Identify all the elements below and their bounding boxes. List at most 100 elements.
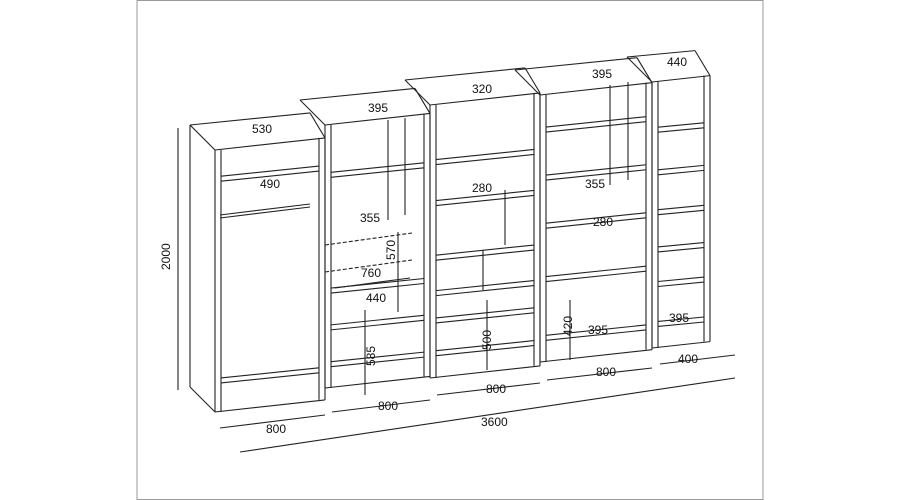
shelf [435, 279, 535, 292]
shelf [435, 307, 535, 319]
dim-overall-height: 2000 [159, 243, 173, 270]
hanging-rail [219, 206, 311, 219]
top-face [309, 112, 326, 139]
dim-line [331, 399, 431, 413]
hanging-rail [219, 203, 311, 216]
shelf [657, 276, 705, 283]
shelf [220, 165, 320, 177]
top-face [626, 56, 653, 83]
dim-line [546, 367, 653, 381]
shelf-edge [435, 312, 535, 324]
cabinet-lines [177, 50, 736, 453]
unit-top [429, 92, 541, 106]
top-face [404, 79, 431, 106]
shelf-edge [435, 345, 535, 357]
shelf-edge [330, 282, 425, 294]
dim-unit2-corner-shelf: 355 [360, 211, 380, 225]
dim-width-unit5: 400 [678, 352, 698, 366]
unit-bottom [429, 365, 541, 379]
shelf [435, 340, 535, 352]
shelf-edge [435, 284, 535, 297]
unit-top [214, 137, 326, 151]
shelf-edge [657, 127, 705, 133]
top-face [694, 50, 711, 76]
top-face [404, 67, 526, 81]
dim-unit4-lower-height: 420 [561, 316, 575, 336]
shelf [435, 189, 535, 202]
dim-line-overall [239, 377, 736, 453]
shelf [545, 164, 647, 176]
dim-unit2-top: 395 [368, 101, 388, 115]
shelf [545, 212, 647, 224]
shelf-edge [330, 167, 425, 178]
dim-overall-width: 3600 [481, 415, 508, 429]
shelf-edge [545, 121, 647, 133]
dim-wardrobe-top: 530 [252, 122, 272, 136]
dim-unit3-shelf: 280 [472, 181, 492, 195]
shelf-edge [220, 372, 320, 384]
dim-unit4-lower-depth: 395 [588, 323, 608, 337]
dim-width-unit3: 800 [486, 382, 506, 396]
dim-unit2-desk: 440 [366, 291, 386, 305]
shelf [435, 244, 535, 256]
shelf-edge [545, 270, 647, 283]
shelf [545, 324, 647, 336]
shelf [220, 367, 320, 379]
dim-unit3-top: 320 [472, 82, 492, 96]
dim-unit4-corner-shelf: 355 [585, 177, 605, 191]
top-face [636, 57, 653, 83]
dim-unit5-lower: 395 [669, 311, 689, 325]
dim-unit5-top: 440 [667, 55, 687, 69]
shelf [657, 122, 705, 128]
shelf-edge [435, 153, 535, 166]
shelf-edge [330, 319, 425, 331]
shelf-edge [545, 169, 647, 181]
shelf-edge [435, 194, 535, 207]
top-face [514, 57, 638, 71]
shelf-edge [657, 281, 705, 288]
side-panel [189, 386, 216, 413]
shelf [545, 116, 647, 128]
shelf-edge [657, 246, 705, 253]
shelf [545, 265, 647, 278]
dim-line [219, 414, 326, 429]
shelf [657, 241, 705, 248]
top-face [299, 99, 326, 126]
top-face [524, 67, 541, 94]
dim-line [659, 354, 736, 365]
dim-wardrobe-shelf: 490 [260, 177, 280, 191]
dim-unit2-lower-height: 585 [364, 346, 378, 366]
unit-bottom [651, 341, 711, 349]
top-face [626, 50, 696, 58]
shelf [330, 162, 425, 173]
shelf-edge [657, 209, 705, 216]
shelf-edge [657, 321, 705, 327]
shelf [330, 314, 425, 326]
dim-unit3-drawer-height: 500 [480, 330, 494, 350]
unit-top [539, 82, 653, 96]
shelf-edge [545, 217, 647, 229]
shelf-edge [545, 329, 647, 341]
dim-width-wardrobe: 800 [266, 422, 286, 436]
unit-top [651, 75, 711, 83]
top-face [299, 87, 416, 101]
shelf-edge [220, 170, 320, 182]
top-face [514, 69, 541, 96]
unit-top [324, 112, 431, 126]
unit-bottom [214, 399, 326, 413]
unit-bottom [324, 375, 431, 389]
dim-tv-niche-height: 570 [384, 240, 398, 260]
shelf-edge [330, 356, 425, 368]
shelf [330, 351, 425, 363]
shelf [435, 148, 535, 161]
dim-unit4-top: 395 [592, 67, 612, 81]
shelf-edge [657, 169, 705, 176]
tv-niche-guide [324, 232, 413, 246]
shelf-edge [435, 249, 535, 261]
top-face [189, 112, 311, 126]
dim-width-unit2: 800 [378, 399, 398, 413]
dim-unit4-shelf: 280 [593, 215, 613, 229]
shelf [657, 164, 705, 171]
shelf [657, 316, 705, 322]
dim-tv-niche-width: 760 [361, 266, 381, 280]
